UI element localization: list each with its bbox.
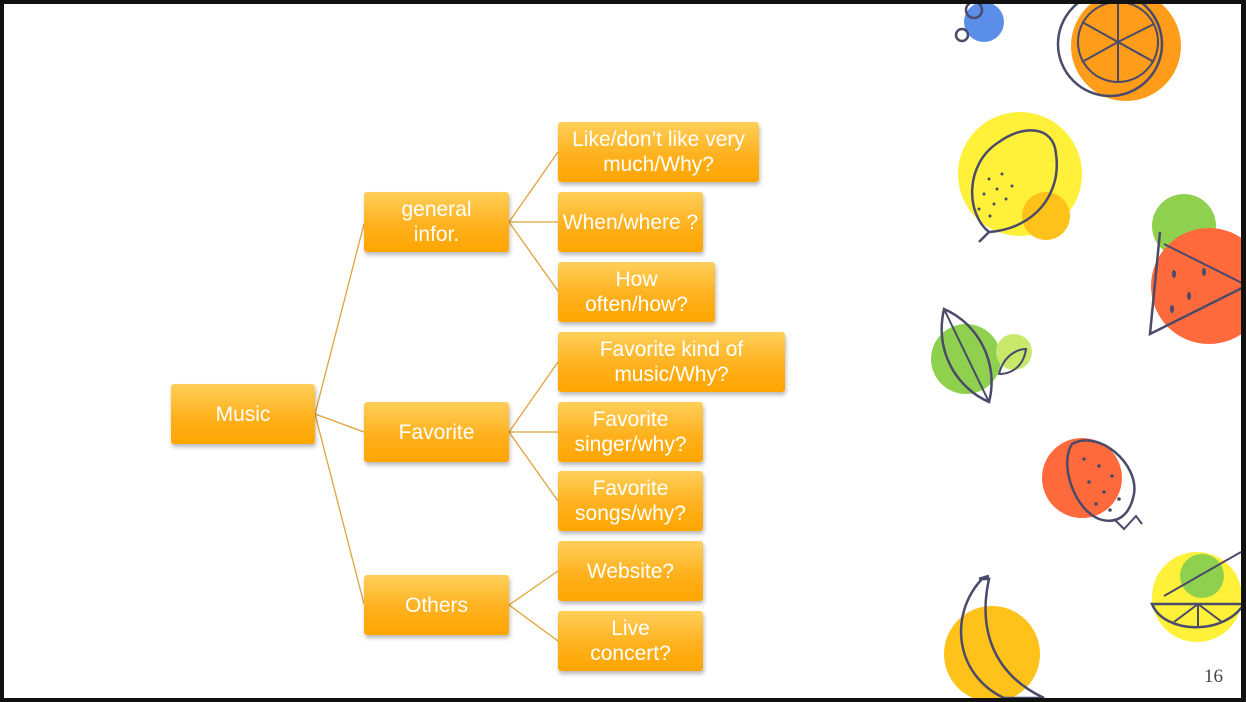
branch-label: Others [404,593,469,617]
root-node: Music [171,384,315,444]
blueberry-icon [954,4,1004,43]
leaf-node: How often/how? [558,262,715,322]
orange-slice-icon [1056,4,1181,101]
leaf-label: Website? [586,559,675,583]
leaf-label: Favorite singer/why? [574,408,687,456]
fruit-decorations [931,4,1241,698]
banana-icon [944,574,1045,698]
leaf-node: Favorite singer/why? [558,402,703,462]
connector-lines [314,151,559,642]
watermelon-icon [1148,194,1241,344]
strawberry-icon [1042,438,1143,531]
leaf-label: Favorite kind of music/Why? [599,338,744,386]
leaf-label: Favorite songs/why? [575,477,686,525]
leaf-label: How often/how? [585,268,688,316]
branch-label: Favorite [398,420,475,444]
leaf-label: Live concert? [590,617,671,665]
branch-node-general-infor: general infor. [364,192,509,252]
leaf-icon [931,307,1032,404]
slide: Music general infor. Like/don’t like ver… [4,4,1241,698]
page-number: 16 [1204,666,1223,687]
branch-node-others: Others [364,575,509,635]
leaf-node: Website? [558,541,703,601]
branch-label: general infor. [401,198,472,246]
leaf-node: Favorite songs/why? [558,471,703,531]
branch-node-favorite: Favorite [364,402,509,462]
leaf-node: When/where ? [558,192,703,252]
leaf-node: Live concert? [558,611,703,671]
leaf-node: Favorite kind of music/Why? [558,332,785,392]
lime-slice-icon [1150,551,1241,642]
leaf-node: Like/don’t like very much/Why? [558,122,759,182]
root-label: Music [215,402,271,426]
leaf-label: Like/don’t like very much/Why? [572,128,745,176]
lemon-icon [958,112,1082,243]
leaf-label: When/where ? [562,210,699,234]
